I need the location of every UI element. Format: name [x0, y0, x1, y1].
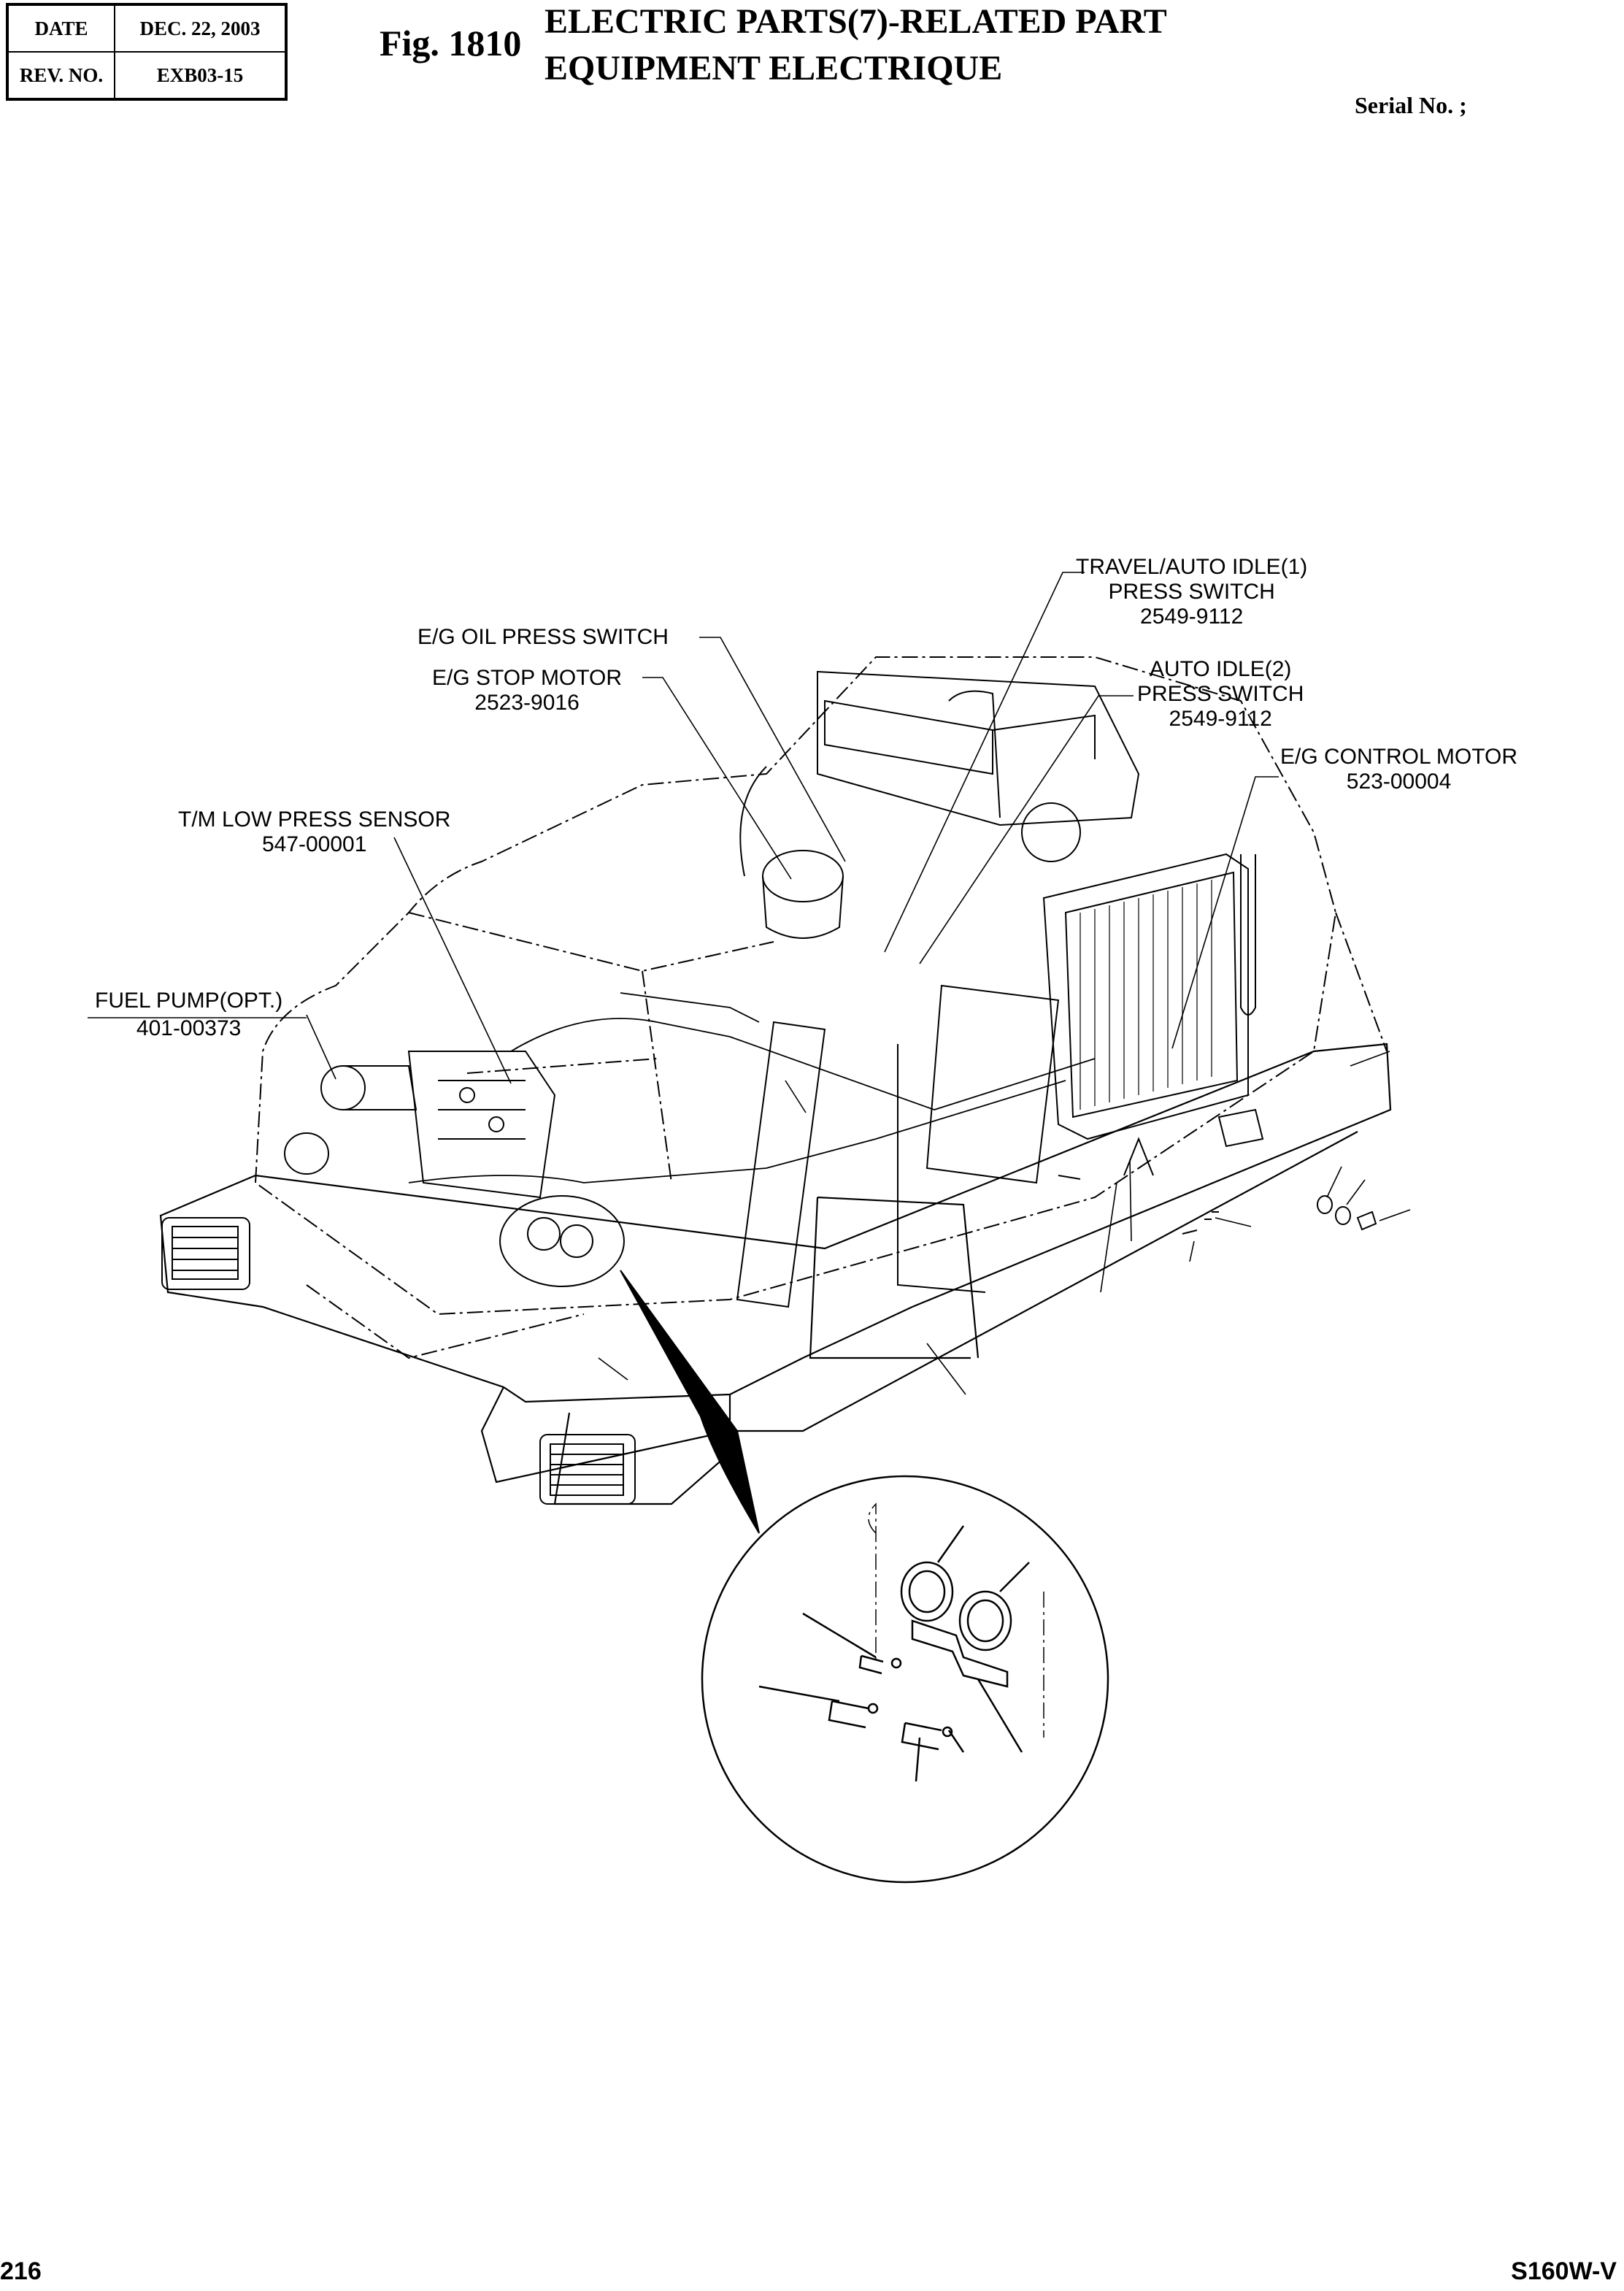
page-number: 216	[0, 2257, 42, 2285]
callout-eg-oil-press-switch: E/G OIL PRESS SWITCH	[417, 625, 669, 650]
right-hardware	[1058, 1110, 1376, 1234]
callout-travel-auto-idle-1-part: 2549-9112	[1140, 605, 1244, 629]
wire-harness	[409, 993, 1095, 1183]
callout-auto-idle-2-part: 2549-9112	[1169, 707, 1272, 731]
callout-auto-idle-2-line1: AUTO IDLE(2)	[1149, 657, 1292, 681]
rev-value: EXB03-15	[115, 52, 285, 99]
machine-body-outline	[255, 657, 1387, 1358]
revision-table: DATE DEC. 22, 2003 REV. NO. EXB03-15	[6, 3, 288, 101]
figure-title-en: ELECTRIC PARTS(7)-RELATED PART	[544, 2, 1167, 41]
date-value: DEC. 22, 2003	[115, 5, 285, 52]
engine	[740, 672, 1139, 938]
callout-auto-idle-2-line2: PRESS SWITCH	[1137, 682, 1304, 706]
callout-eg-control-motor-part: 523-00004	[1346, 770, 1452, 794]
callout-fuel-pump-line1: FUEL PUMP(OPT.)	[95, 989, 283, 1013]
serial-number: Serial No. ;	[1355, 92, 1467, 118]
date-label: DATE	[8, 5, 115, 52]
callout-tm-low-press-sensor-line1: T/M LOW PRESS SENSOR	[178, 807, 451, 832]
front-lamp-left	[162, 1218, 250, 1289]
radiator	[1044, 854, 1255, 1139]
callout-tm-low-press-sensor-part: 547-00001	[261, 832, 367, 856]
model-number: S160W-V	[1511, 2257, 1617, 2285]
callout-travel-auto-idle-1-line1: TRAVEL/AUTO IDLE(1)	[1076, 555, 1308, 579]
horn-area-circled	[500, 1196, 624, 1286]
rev-label: REV. NO.	[8, 52, 115, 99]
callout-leaders	[307, 572, 1410, 1394]
callout-eg-stop-motor-line1: E/G STOP MOTOR	[432, 666, 623, 690]
rear-lamp	[540, 1435, 635, 1504]
figure-title-fr: EQUIPMENT ELECTRIQUE	[544, 49, 1003, 88]
figure-number: Fig. 1810	[380, 23, 522, 64]
fuel-pump-assembly	[285, 1051, 555, 1197]
callout-fuel-pump: FUEL PUMP(OPT.) 401-00373	[95, 989, 282, 1041]
callout-travel-auto-idle-1-line2: PRESS SWITCH	[1108, 580, 1275, 604]
callout-eg-oil-press-switch-line1: E/G OIL PRESS SWITCH	[417, 625, 669, 649]
detail-circle	[702, 1476, 1108, 1882]
callout-eg-stop-motor-part: 2523-9016	[474, 691, 580, 715]
callout-auto-idle-2: AUTO IDLE(2) PRESS SWITCH 2549-9112	[1137, 657, 1304, 732]
callout-eg-control-motor: E/G CONTROL MOTOR 523-00004	[1280, 745, 1517, 794]
callout-travel-auto-idle-1: TRAVEL/AUTO IDLE(1) PRESS SWITCH 2549-91…	[1076, 555, 1307, 629]
chassis-frame	[161, 1044, 1390, 1504]
callout-tm-low-press-sensor: T/M LOW PRESS SENSOR 547-00001	[178, 807, 450, 857]
callout-fuel-pump-part: 401-00373	[136, 1016, 242, 1040]
hydraulic-tank	[737, 986, 1058, 1307]
detail-pointer	[620, 1270, 759, 1533]
callout-eg-stop-motor: E/G STOP MOTOR 2523-9016	[432, 666, 622, 715]
callout-eg-control-motor-line1: E/G CONTROL MOTOR	[1280, 745, 1518, 769]
